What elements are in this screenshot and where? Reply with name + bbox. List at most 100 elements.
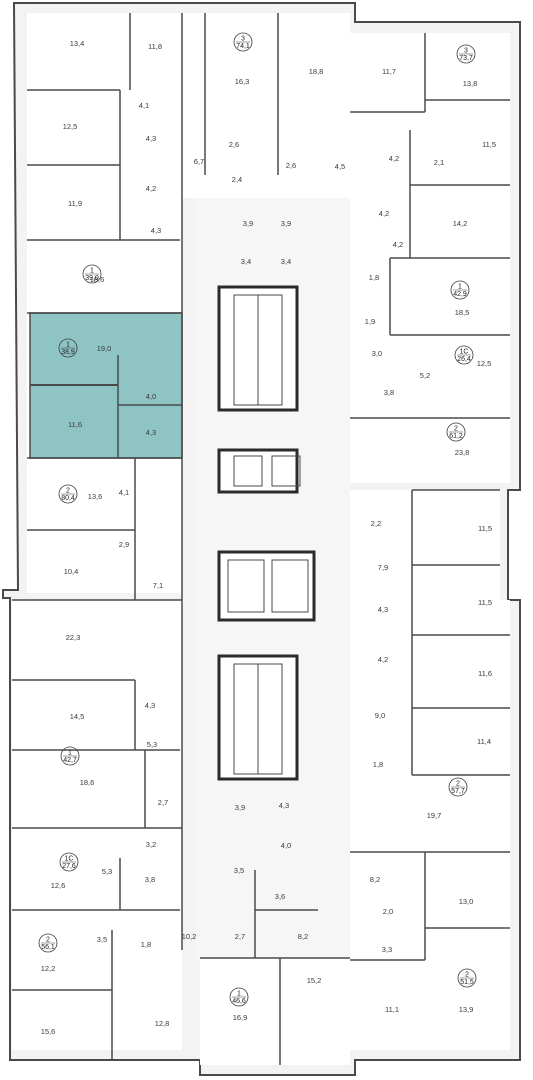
interior-walls bbox=[12, 13, 510, 1065]
highlighted-apartment[interactable] bbox=[29, 312, 183, 459]
room-area-label: 11,1 bbox=[385, 1005, 399, 1014]
room-area-label: 2,7 bbox=[158, 798, 168, 807]
room-area-label: 6,7 bbox=[194, 157, 204, 166]
room-area-label: 3,3 bbox=[382, 945, 392, 954]
room-area-label: 8,2 bbox=[298, 932, 308, 941]
room-area-label: 4,3 bbox=[279, 801, 289, 810]
apartment-badge-a2[interactable]: 373,7 bbox=[456, 44, 476, 64]
room-area-label: 3,9 bbox=[281, 219, 291, 228]
room-area-label: 4,2 bbox=[389, 154, 399, 163]
apartment-badge-circle bbox=[457, 968, 477, 988]
apartment-rooms-label: 3 bbox=[241, 35, 245, 42]
apartment-rooms-label: 1 bbox=[90, 267, 94, 274]
room-area-label: 10,4 bbox=[64, 567, 79, 576]
apartment-badge-a12[interactable]: 256,1 bbox=[38, 933, 58, 953]
room-area-label: 3,5 bbox=[234, 866, 244, 875]
apartment-badge-circle bbox=[233, 32, 253, 52]
room-area-label: 3,6 bbox=[275, 892, 285, 901]
room-area-label: 16,9 bbox=[233, 1013, 248, 1022]
room-area-label: 13,0 bbox=[459, 897, 474, 906]
room-area-label: 18,8 bbox=[309, 67, 324, 76]
apartment-badge-circle bbox=[82, 264, 102, 284]
room-area-label: 11,7 bbox=[382, 67, 396, 76]
room-area-label: 4,3 bbox=[146, 134, 156, 143]
apartment-area-label: 42,7 bbox=[63, 757, 77, 764]
apartment-area-label: 56,1 bbox=[41, 944, 55, 951]
apartment-badge-a1[interactable]: 374,1 bbox=[233, 32, 253, 52]
room-area-label: 3,9 bbox=[235, 803, 245, 812]
apartment-rooms-label: 1С bbox=[460, 348, 469, 355]
room-area-label: 4,2 bbox=[393, 240, 403, 249]
apartment-rooms-label: 2 bbox=[46, 936, 50, 943]
room-area-label: 3,8 bbox=[384, 388, 394, 397]
room-area-label: 12,6 bbox=[51, 881, 66, 890]
room-area-label: 3,8 bbox=[145, 875, 155, 884]
room-area-label: 4,5 bbox=[335, 162, 345, 171]
room-area-label: 13,8 bbox=[463, 79, 478, 88]
apartment-badge-circle bbox=[58, 338, 78, 358]
room-area-label: 3,4 bbox=[241, 257, 251, 266]
apartment-rooms-label: 2 bbox=[456, 780, 460, 787]
room-area-label: 18,5 bbox=[455, 308, 470, 317]
apartment-badge-a4[interactable]: 142,9 bbox=[450, 280, 470, 300]
room-area-label: 11,4 bbox=[477, 737, 491, 746]
room-area-label: 5,3 bbox=[147, 740, 157, 749]
apartment-badge-a7[interactable]: 261,2 bbox=[446, 422, 466, 442]
room-area-label: 2,0 bbox=[383, 907, 393, 916]
room-area-label: 3,4 bbox=[281, 257, 291, 266]
apartment-badge-circle bbox=[454, 345, 474, 365]
apartment-rooms-label: 1 bbox=[458, 283, 462, 290]
apartment-area-label: 61,2 bbox=[449, 433, 463, 440]
apartment-badge-a13[interactable]: 251,5 bbox=[457, 968, 477, 988]
apartment-rooms-label: 1 bbox=[66, 341, 70, 348]
apartment-badge-a3[interactable]: 139,0 bbox=[82, 264, 102, 284]
room-area-label: 4,1 bbox=[119, 488, 129, 497]
room-area-label: 3,0 bbox=[372, 349, 382, 358]
room-area-label: 1,8 bbox=[141, 940, 151, 949]
room-area-label: 12,5 bbox=[477, 359, 492, 368]
room-area-label: 4,2 bbox=[378, 655, 388, 664]
room-area-label: 11,8 bbox=[148, 42, 162, 51]
room-area-label: 15,2 bbox=[307, 976, 322, 985]
room-area-label: 7,9 bbox=[378, 563, 388, 572]
apartment-badge-circle bbox=[448, 777, 468, 797]
apartment-badge-a8[interactable]: 280,4 bbox=[58, 484, 78, 504]
room-area-label: 13,6 bbox=[88, 492, 103, 501]
apartment-badge-circle bbox=[446, 422, 466, 442]
apartment-badge-circle bbox=[59, 852, 79, 872]
room-area-label: 7,1 bbox=[153, 581, 163, 590]
room-area-label: 4,0 bbox=[146, 392, 156, 401]
apartment-area-label: 27,6 bbox=[62, 863, 76, 870]
apartment-badge-circle bbox=[38, 933, 58, 953]
apartment-rooms-label: 2 bbox=[66, 487, 70, 494]
room-area-label: 10,2 bbox=[182, 932, 197, 941]
room-area-label: 4,3 bbox=[145, 701, 155, 710]
room-area-label: 13,9 bbox=[459, 1005, 474, 1014]
room-area-label: 16,3 bbox=[235, 77, 250, 86]
room-area-label: 4,3 bbox=[146, 428, 156, 437]
room-area-label: 12,8 bbox=[155, 1019, 170, 1028]
room-area-label: 2,6 bbox=[229, 140, 239, 149]
apartment-badge-circle bbox=[60, 746, 80, 766]
apartment-badge-a14[interactable]: 146,6 bbox=[229, 987, 249, 1007]
room-area-label: 13,4 bbox=[70, 39, 85, 48]
apartment-area-label: 39,0 bbox=[85, 275, 99, 282]
room-area-label: 3,5 bbox=[97, 935, 107, 944]
apartment-area-label: 46,6 bbox=[232, 998, 246, 1005]
room-area-label: 18,6 bbox=[90, 275, 105, 284]
apartment-area-label: 51,5 bbox=[460, 979, 474, 986]
room-area-label: 11,6 bbox=[478, 669, 492, 678]
room-area-label: 2,2 bbox=[371, 519, 381, 528]
room-area-label: 8,2 bbox=[370, 875, 380, 884]
apartment-badge-a5[interactable]: 138,9 bbox=[58, 338, 78, 358]
apartment-badge-a9[interactable]: 142,7 bbox=[60, 746, 80, 766]
room-area-label: 22,3 bbox=[66, 633, 81, 642]
room-area-label: 11,6 bbox=[68, 420, 82, 429]
apartment-badge-a10[interactable]: 257,7 bbox=[448, 777, 468, 797]
room-area-label: 2,1 bbox=[434, 158, 444, 167]
